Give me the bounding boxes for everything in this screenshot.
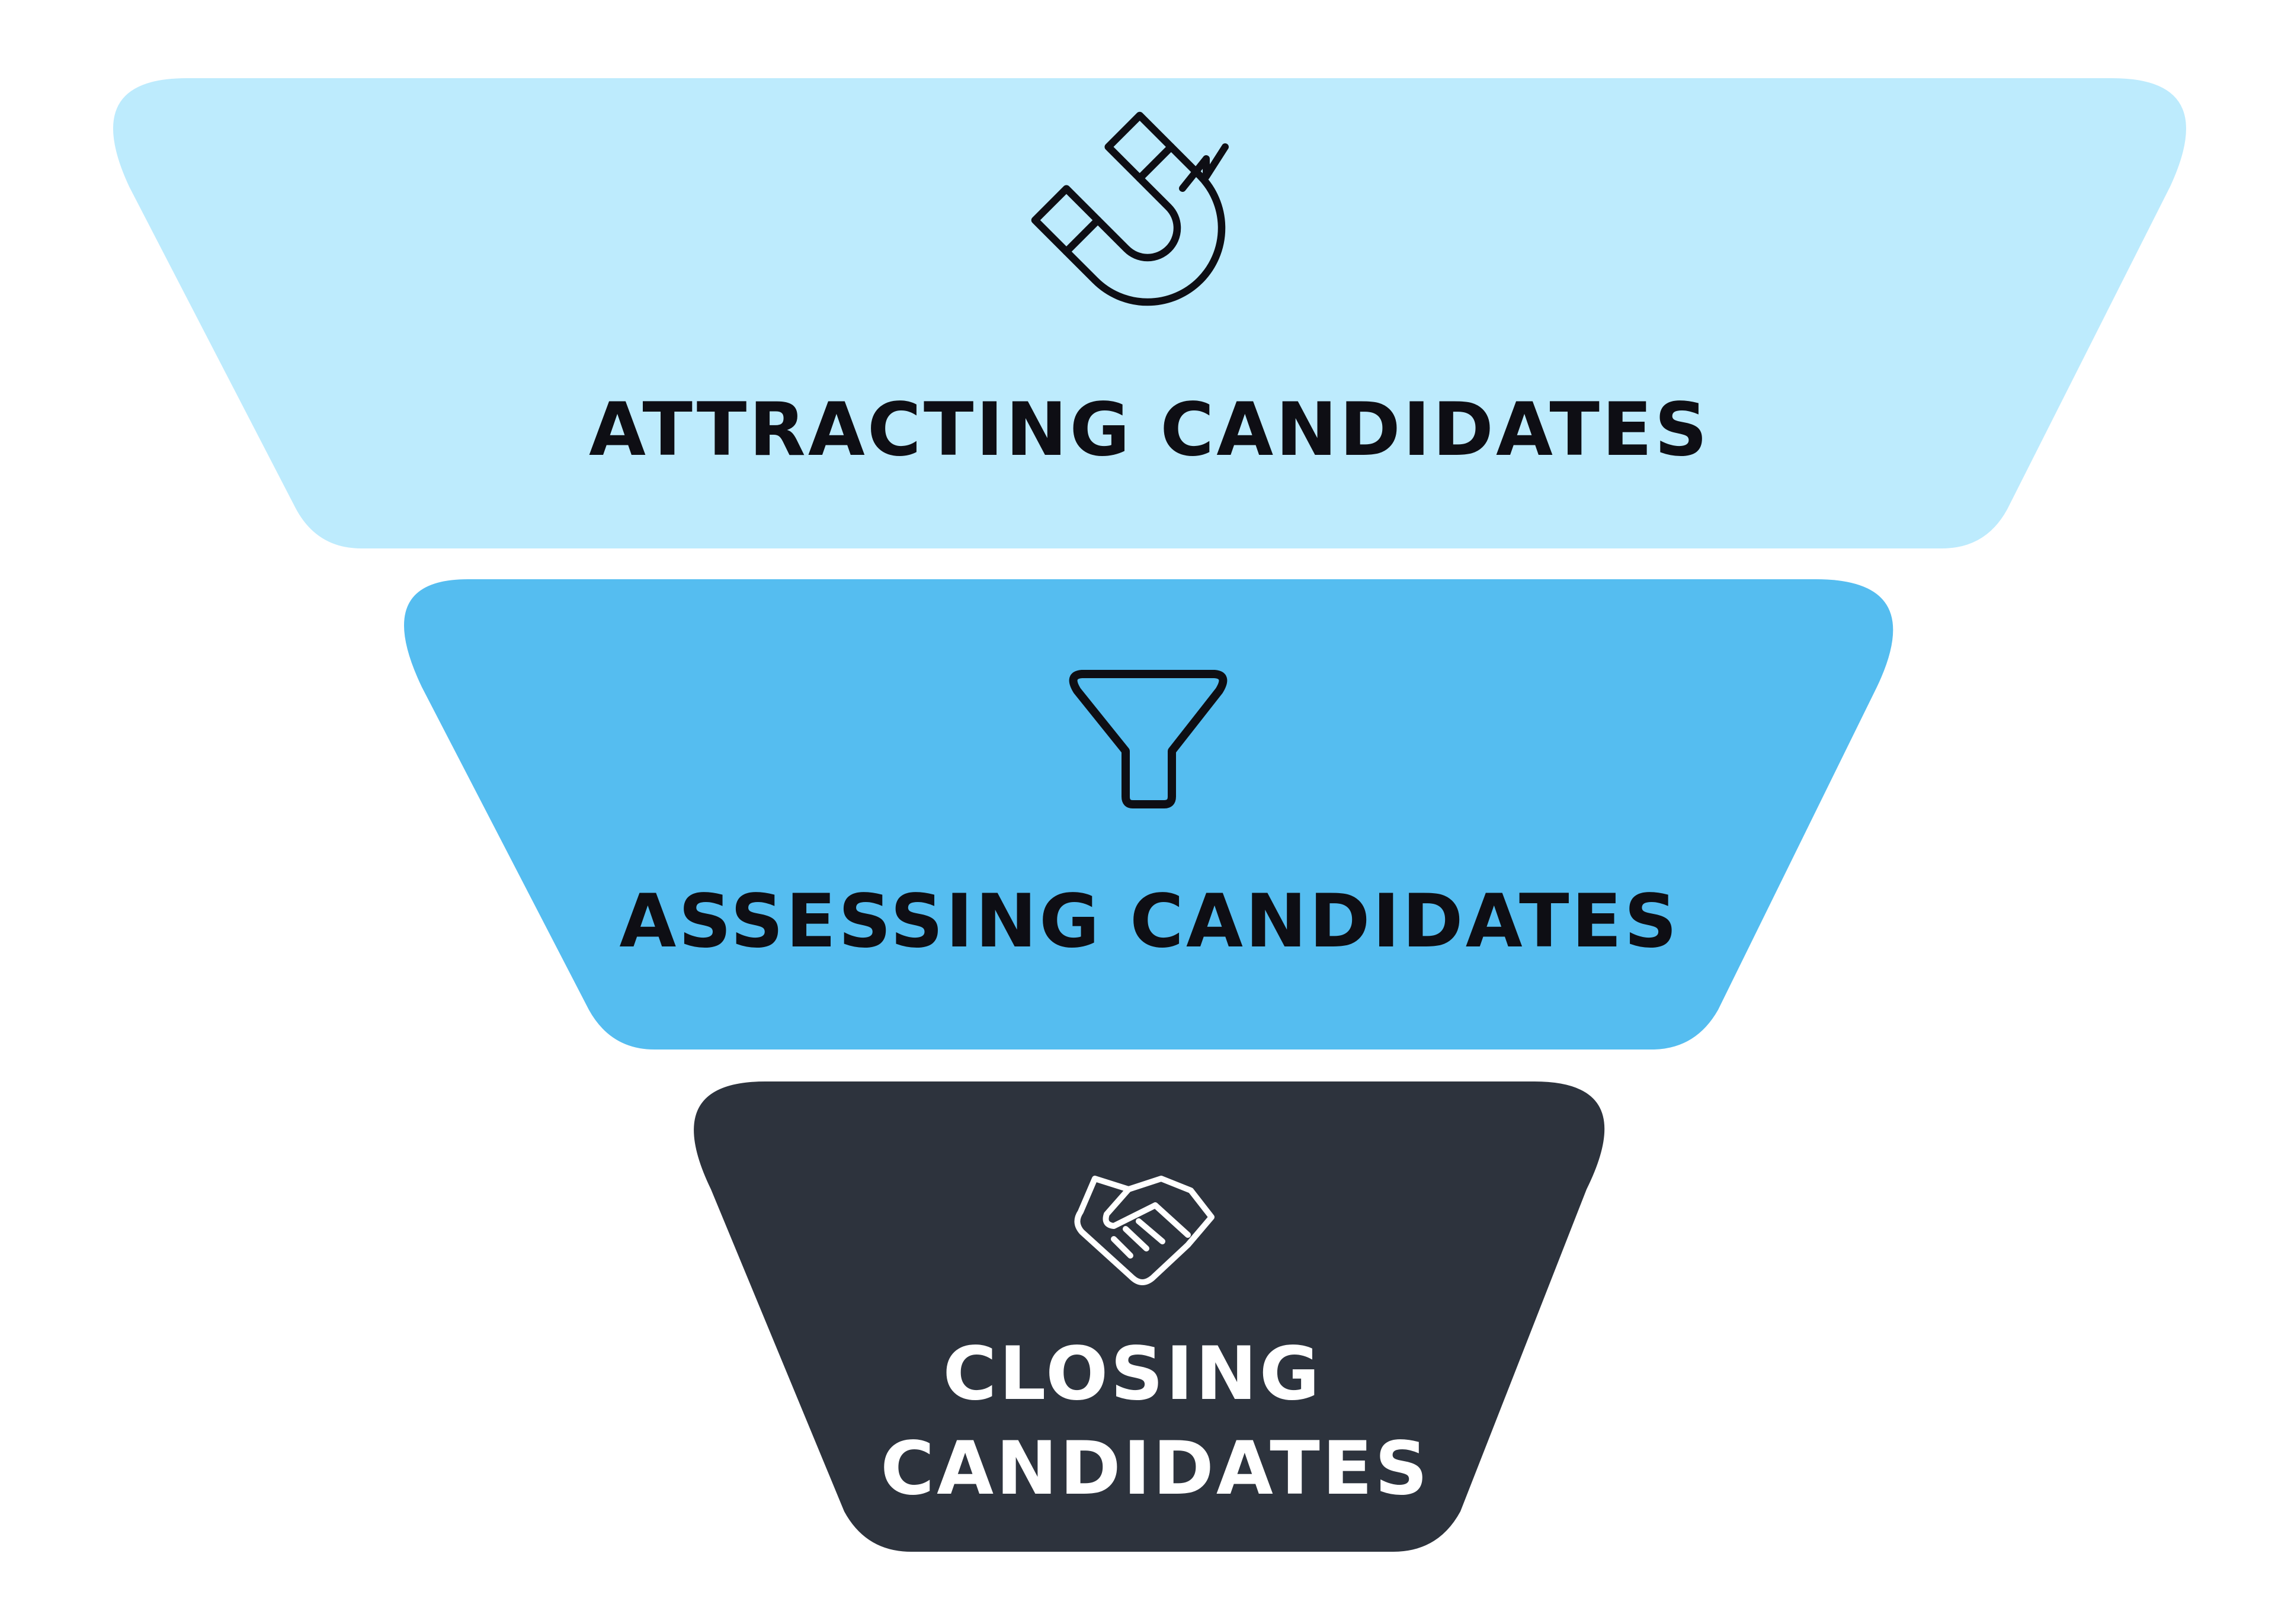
funnel-stage-closing: CLOSING CANDIDATES <box>694 1081 1605 1552</box>
funnel-stage-attracting: ATTRACTING CANDIDATES <box>113 78 2186 548</box>
spark-icon <box>1179 143 1229 192</box>
stage-shape-assessing <box>403 579 1893 1049</box>
funnel-filter-icon <box>1069 670 1228 808</box>
stage-label-closing-line-2: CANDIDATES <box>880 1426 1430 1511</box>
stage-label-closing: CLOSING CANDIDATES <box>880 1331 1430 1511</box>
magnet-icon <box>1031 111 1226 306</box>
stage-shape-closing <box>694 1081 1605 1552</box>
stage-label-attracting: ATTRACTING CANDIDATES <box>589 387 1710 473</box>
funnel-stage-assessing: ASSESSING CANDIDATES <box>403 579 1893 1049</box>
handshake-icon <box>1074 1176 1215 1285</box>
stage-label-closing-line-1: CLOSING <box>943 1331 1322 1417</box>
stage-label-assessing: ASSESSING CANDIDATES <box>619 879 1679 964</box>
stage-shape-attracting <box>113 78 2186 548</box>
